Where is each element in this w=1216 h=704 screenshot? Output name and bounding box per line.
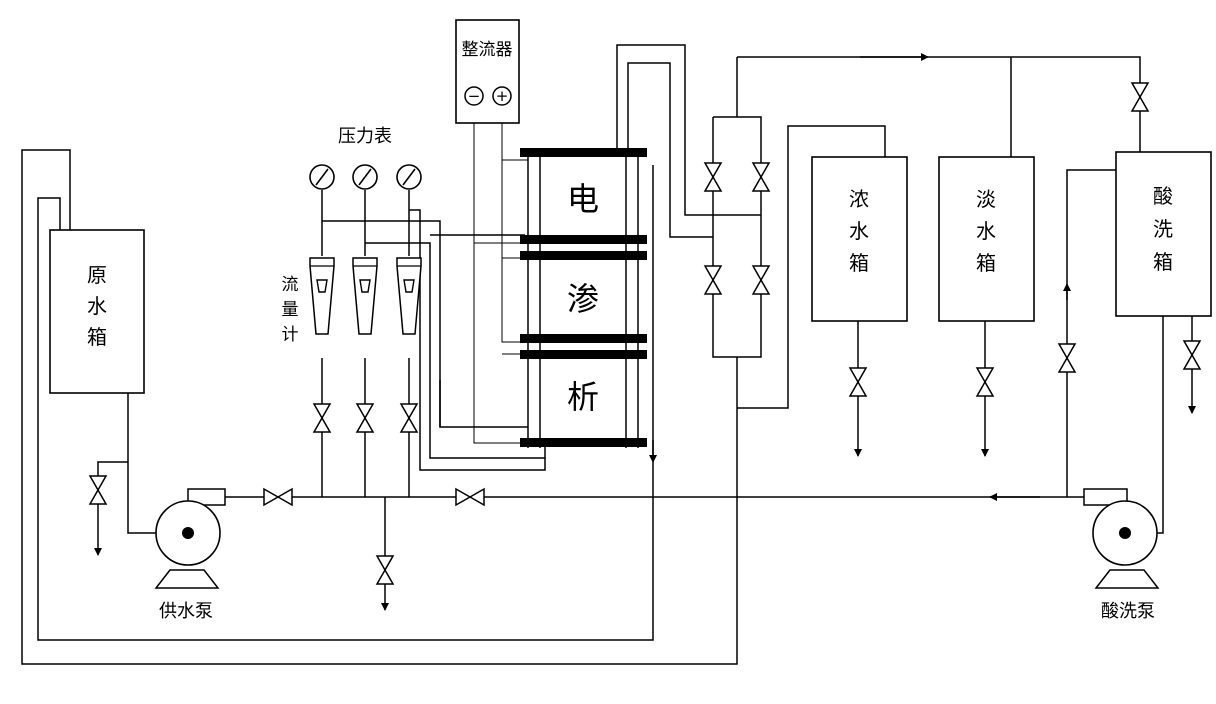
- conc-tank-label-1: 浓: [849, 187, 869, 211]
- stack-label-3: 析: [567, 378, 599, 416]
- electrode-plate: [520, 251, 647, 260]
- minus-terminal-label: −: [468, 87, 481, 105]
- supply-pump-label: 供水泵: [159, 601, 213, 622]
- pressure-gauges: 压力表: [309, 126, 422, 190]
- pressure-gauge-label: 压力表: [338, 126, 392, 147]
- supply-pump: 供水泵: [154, 488, 226, 622]
- acid-wash-pump: 酸洗泵: [1083, 488, 1160, 622]
- raw-water-tank: 原 水 箱: [49, 229, 145, 394]
- dilute-tank-label-2: 水: [976, 219, 996, 243]
- flowmeter-icon: [352, 257, 378, 335]
- acid-pump-label: 酸洗泵: [1101, 601, 1155, 622]
- pump-impeller-icon: [182, 527, 194, 539]
- acid-tank-label-3: 箱: [1153, 250, 1173, 274]
- electrodialysis-stack: 电 渗 析: [520, 148, 647, 448]
- dilute-tank-label-3: 箱: [976, 251, 996, 275]
- dilute-tank: 淡 水 箱: [938, 156, 1035, 322]
- flowmeter-label-2: 量: [282, 300, 299, 320]
- concentrate-tank: 浓 水 箱: [811, 156, 908, 322]
- valve-icon: [89, 475, 107, 505]
- valve-icon: [376, 555, 394, 585]
- valve-icon: [1058, 343, 1076, 373]
- electrode-plate: [520, 148, 647, 157]
- flowmeter-label-3: 计: [282, 325, 299, 345]
- pressure-gauge-icon: [309, 164, 335, 190]
- electrode-plate: [520, 235, 647, 244]
- valve-icon: [752, 265, 770, 295]
- electrode-plate: [520, 350, 647, 359]
- valve-icon: [400, 403, 418, 433]
- valve-icon: [313, 403, 331, 433]
- valve-icon: [704, 265, 722, 295]
- valve-icon: [752, 162, 770, 192]
- raw-tank-label-3: 箱: [87, 325, 107, 349]
- conc-tank-label-3: 箱: [849, 251, 869, 275]
- flowmeter-icon: [309, 257, 335, 335]
- valve-icon: [849, 367, 867, 397]
- valve-icon: [356, 403, 374, 433]
- pressure-gauge-icon: [352, 164, 378, 190]
- flowmeter-icon: [396, 257, 422, 335]
- conc-tank-label-2: 水: [849, 219, 869, 243]
- minus-terminal-icon: [464, 86, 484, 106]
- valve-icon: [263, 488, 293, 506]
- pressure-gauge-icon: [396, 164, 422, 190]
- plus-terminal-icon: [492, 86, 512, 106]
- pump-outlet: [187, 488, 226, 506]
- pump-base: [154, 569, 220, 589]
- valve-icon: [976, 367, 994, 397]
- stack-label-2: 渗: [567, 280, 599, 318]
- valve-icon: [704, 162, 722, 192]
- electrode-plate: [520, 334, 647, 343]
- acid-wash-tank: 酸 洗 箱: [1115, 151, 1212, 317]
- rectifier: 整流器 − +: [455, 19, 520, 124]
- flowmeters: 流 量 计: [282, 257, 422, 345]
- pump-impeller-icon: [1119, 527, 1131, 539]
- valve-icon: [455, 488, 485, 506]
- plus-terminal-label: +: [496, 87, 509, 105]
- valve-icon: [1183, 340, 1201, 370]
- rectifier-label: 整流器: [462, 40, 513, 60]
- electrode-plate: [520, 438, 647, 447]
- pump-outlet: [1083, 488, 1128, 506]
- raw-tank-label-2: 水: [87, 294, 107, 318]
- raw-tank-label-1: 原: [87, 263, 107, 287]
- dilute-tank-label-1: 淡: [976, 187, 996, 211]
- stack-label-1: 电: [567, 180, 599, 218]
- pump-base: [1094, 569, 1160, 589]
- flowmeter-label-1: 流: [282, 275, 299, 295]
- acid-tank-label-2: 洗: [1153, 217, 1173, 241]
- valve-icon: [1131, 82, 1149, 112]
- acid-tank-label-1: 酸: [1153, 184, 1173, 208]
